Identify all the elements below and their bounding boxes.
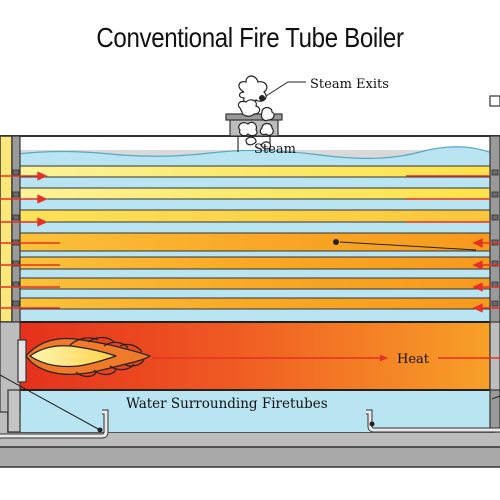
fire-tube: [17, 256, 493, 270]
rear-tube-sheet: [489, 95, 500, 433]
flow-arrows-return: [406, 175, 500, 313]
label-pointers: [0, 81, 500, 431]
fire-tube: [17, 297, 493, 310]
heat-arrow-icon: [152, 354, 500, 362]
flame-icon: [25, 336, 151, 378]
steam-label: Steam: [254, 142, 296, 157]
diagram-title: Conventional Fire Tube Boiler: [96, 22, 404, 53]
steam-plume-icon: [237, 75, 275, 150]
fire-tube: [17, 187, 493, 200]
drain-pipes: [0, 409, 500, 439]
steam-exits-label: Steam Exits: [310, 77, 389, 92]
front-tube-sheet: [0, 135, 27, 433]
water-label: Water Surrounding Firetubes: [126, 396, 328, 412]
fire-tube: [17, 209, 493, 223]
fire-tubes: [17, 165, 493, 310]
fire-tube: [17, 277, 493, 290]
fire-tube: [17, 232, 493, 252]
flow-arrows-forward: [0, 171, 60, 309]
heat-label: Heat: [397, 352, 430, 367]
